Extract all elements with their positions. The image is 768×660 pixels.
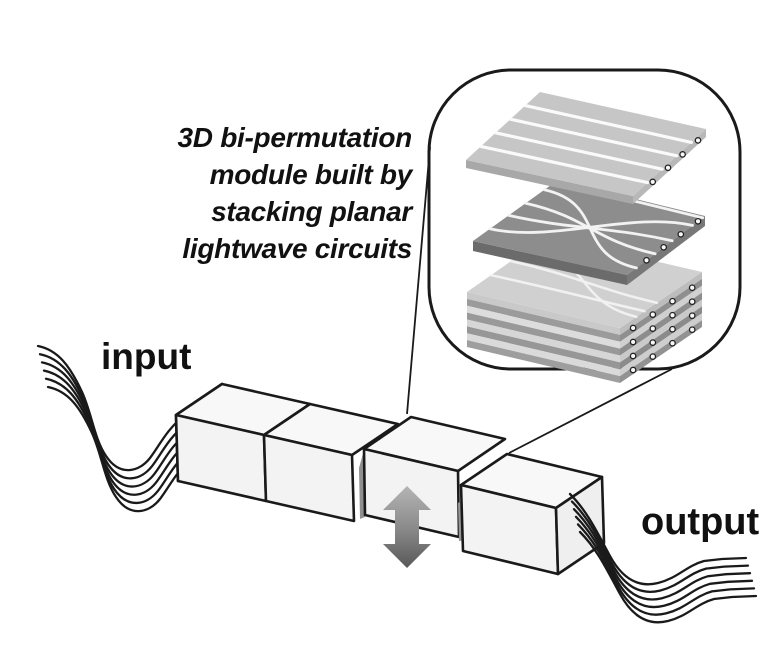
stacked-plc-block: [467, 236, 702, 383]
fiber-line: [40, 361, 190, 488]
straight-waveguide-plate: [466, 92, 706, 204]
stack-port-dots: [629, 284, 696, 374]
plate-port-dots: [649, 137, 702, 186]
fiber-line: [574, 515, 754, 609]
plate-right-edge: [627, 216, 705, 285]
output-label: output: [641, 501, 760, 543]
plate-front-edge: [473, 241, 627, 285]
fiber-line: [42, 369, 192, 496]
plate-top-face: [466, 92, 706, 196]
fiber-line: [44, 377, 194, 505]
fiber-line: [578, 530, 758, 624]
module-chain: [174, 382, 606, 576]
fiber-line: [36, 344, 186, 472]
fiber-line: [572, 508, 752, 601]
annotation-text: 3D bi-permutation module built by stacki…: [177, 122, 413, 264]
callout-line-right: [508, 368, 673, 454]
output-fiber-bundle: [568, 492, 758, 624]
straight-waveguides: [479, 103, 694, 185]
fiber-line: [570, 500, 750, 593]
box-front-face: [262, 433, 356, 523]
input-fiber-bundle: [36, 344, 196, 513]
stack-front-layers: [467, 292, 620, 383]
fiber-line: [568, 492, 748, 586]
fiber-line: [576, 523, 756, 616]
stack-end-layers: [620, 272, 702, 383]
callout-line-left: [406, 146, 431, 415]
input-label: input: [101, 336, 192, 377]
module-box-4: [459, 452, 606, 576]
fiber-line: [46, 385, 196, 513]
module-box-2: [262, 402, 400, 523]
plate-port-dots: [643, 217, 702, 264]
plate-front-edge: [466, 160, 633, 204]
module-box-1: [174, 382, 312, 503]
fiber-line: [38, 353, 188, 480]
lift-arrow-icon: [383, 486, 431, 568]
